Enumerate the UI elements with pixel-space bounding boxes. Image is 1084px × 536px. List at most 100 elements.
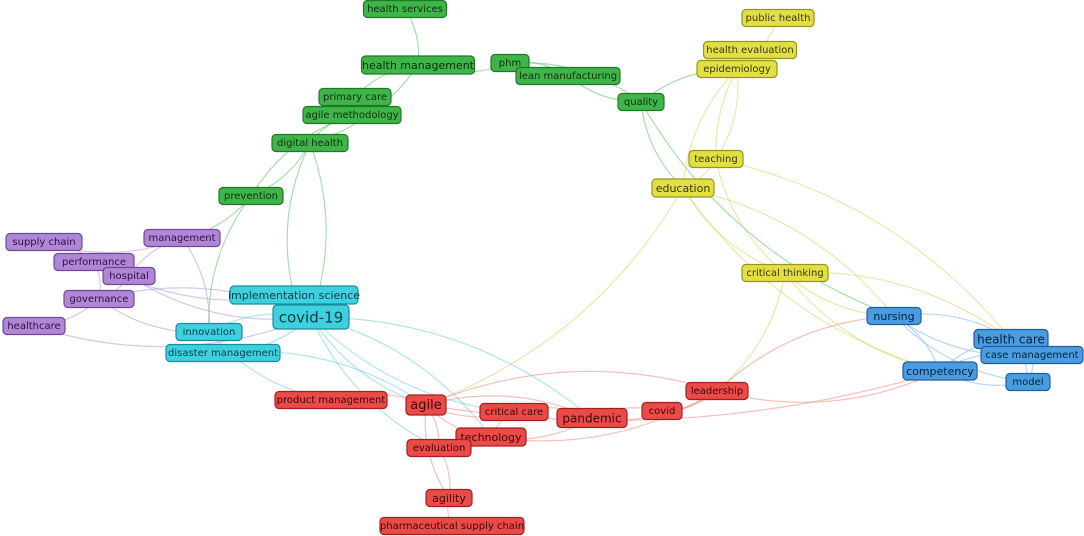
node-health-care[interactable]: health care bbox=[973, 328, 1049, 350]
node-health-services[interactable]: health services bbox=[362, 0, 448, 19]
node-case-management[interactable]: case management bbox=[980, 345, 1084, 365]
node-healthcare[interactable]: healthcare bbox=[2, 316, 66, 336]
node-box-nursing bbox=[866, 306, 922, 326]
node-pandemic[interactable]: pandemic bbox=[556, 407, 628, 429]
node-education[interactable]: education bbox=[651, 178, 715, 198]
node-management[interactable]: management bbox=[143, 228, 221, 248]
node-label-health-care: health care bbox=[977, 333, 1045, 347]
edge-innovation-product-management bbox=[208, 331, 332, 401]
node-critical-thinking[interactable]: critical thinking bbox=[741, 263, 829, 283]
node-teaching[interactable]: teaching bbox=[688, 149, 744, 169]
node-quality[interactable]: quality bbox=[617, 92, 665, 112]
edge-agile-leadership bbox=[425, 370, 718, 406]
node-lean-manufacturing[interactable]: lean manufacturing bbox=[515, 66, 621, 86]
node-label-pharmaceutical-supply-chain: pharmaceutical supply chain bbox=[380, 521, 524, 532]
edge-covid-19-pandemic bbox=[310, 316, 593, 419]
node-hospital[interactable]: hospital bbox=[102, 266, 156, 286]
node-leadership[interactable]: leadership bbox=[685, 381, 749, 401]
node-performance[interactable]: performance bbox=[53, 252, 135, 272]
edge-management-innovation bbox=[181, 237, 210, 333]
node-label-digital-health: digital health bbox=[277, 138, 343, 149]
node-box-evaluation bbox=[406, 438, 472, 458]
node-box-health-services bbox=[362, 0, 448, 19]
node-label-public-health: public health bbox=[746, 13, 811, 24]
edge-agile-methodology-prevention bbox=[250, 114, 353, 197]
node-covid[interactable]: covid bbox=[641, 401, 683, 421]
edge-teaching-critical-thinking bbox=[715, 158, 786, 274]
node-label-critical-thinking: critical thinking bbox=[746, 268, 823, 279]
node-label-covid: covid bbox=[649, 406, 676, 417]
node-digital-health[interactable]: digital health bbox=[271, 133, 349, 153]
node-pharmaceutical-supply-chain[interactable]: pharmaceutical supply chain bbox=[379, 516, 525, 536]
node-evaluation[interactable]: evaluation bbox=[406, 438, 472, 458]
node-label-health-management: health management bbox=[362, 59, 475, 72]
node-box-epidemiology bbox=[696, 59, 778, 79]
edge-quality-nursing bbox=[640, 101, 895, 317]
node-covid-19[interactable]: covid-19 bbox=[272, 304, 350, 330]
node-label-health-evaluation: health evaluation bbox=[706, 45, 793, 56]
node-technology[interactable]: technology bbox=[455, 427, 527, 447]
node-box-pharmaceutical-supply-chain bbox=[379, 516, 525, 536]
node-label-competency: competency bbox=[906, 365, 974, 378]
node-label-hospital: hospital bbox=[109, 271, 149, 282]
node-box-management bbox=[143, 228, 221, 248]
node-label-primary-care: primary care bbox=[323, 92, 387, 103]
node-label-health-services: health services bbox=[367, 4, 443, 15]
node-disaster-management[interactable]: disaster management bbox=[165, 343, 281, 363]
node-box-digital-health bbox=[271, 133, 349, 153]
node-label-nursing: nursing bbox=[873, 310, 914, 323]
node-box-healthcare bbox=[2, 316, 66, 336]
node-innovation[interactable]: innovation bbox=[175, 322, 243, 342]
edge-leadership-nursing bbox=[716, 315, 895, 392]
node-box-covid bbox=[641, 401, 683, 421]
node-box-primary-care bbox=[318, 87, 392, 107]
node-box-prevention bbox=[218, 186, 284, 206]
edge-quality-education bbox=[640, 101, 684, 189]
node-box-public-health bbox=[741, 8, 815, 28]
node-label-evaluation: evaluation bbox=[413, 443, 466, 454]
node-public-health[interactable]: public health bbox=[741, 8, 815, 28]
node-label-covid-19: covid-19 bbox=[279, 309, 344, 327]
node-box-hospital bbox=[102, 266, 156, 286]
node-health-management[interactable]: health management bbox=[360, 55, 476, 75]
node-label-prevention: prevention bbox=[224, 191, 278, 202]
node-label-model: model bbox=[1012, 377, 1043, 388]
edge-digital-health-implementation-science bbox=[286, 142, 311, 296]
node-label-management: management bbox=[149, 233, 216, 244]
node-epidemiology[interactable]: epidemiology bbox=[696, 59, 778, 79]
node-agility[interactable]: agility bbox=[425, 488, 473, 508]
node-implementation-science[interactable]: implementation science bbox=[228, 285, 360, 305]
node-critical-care[interactable]: critical care bbox=[479, 402, 549, 422]
node-box-quality bbox=[617, 92, 665, 112]
node-competency[interactable]: competency bbox=[902, 361, 978, 381]
node-model[interactable]: model bbox=[1005, 372, 1051, 392]
node-product-management[interactable]: product management bbox=[274, 390, 388, 410]
node-prevention[interactable]: prevention bbox=[218, 186, 284, 206]
node-label-agile: agile bbox=[410, 398, 441, 413]
node-label-case-management: case management bbox=[985, 350, 1078, 361]
node-box-critical-thinking bbox=[741, 263, 829, 283]
node-box-disaster-management bbox=[165, 343, 281, 363]
node-box-pandemic bbox=[556, 407, 628, 429]
node-label-performance: performance bbox=[62, 257, 126, 268]
node-label-phm: phm bbox=[499, 58, 521, 69]
node-agile-methodology[interactable]: agile methodology bbox=[302, 105, 402, 125]
node-health-evaluation[interactable]: health evaluation bbox=[702, 40, 798, 60]
node-nursing[interactable]: nursing bbox=[866, 306, 922, 326]
node-governance[interactable]: governance bbox=[63, 289, 135, 309]
node-label-implementation-science: implementation science bbox=[228, 289, 360, 302]
node-primary-care[interactable]: primary care bbox=[318, 87, 392, 107]
node-label-lean-manufacturing: lean manufacturing bbox=[519, 71, 617, 82]
node-box-agility bbox=[425, 488, 473, 508]
node-label-education: education bbox=[656, 182, 711, 195]
node-label-supply-chain: supply chain bbox=[12, 237, 75, 248]
node-supply-chain[interactable]: supply chain bbox=[5, 232, 83, 252]
node-label-healthcare: healthcare bbox=[7, 321, 60, 332]
node-label-agility: agility bbox=[432, 492, 466, 505]
node-box-education bbox=[651, 178, 715, 198]
node-agile[interactable]: agile bbox=[405, 394, 447, 416]
node-box-teaching bbox=[688, 149, 744, 169]
node-label-innovation: innovation bbox=[183, 327, 236, 338]
